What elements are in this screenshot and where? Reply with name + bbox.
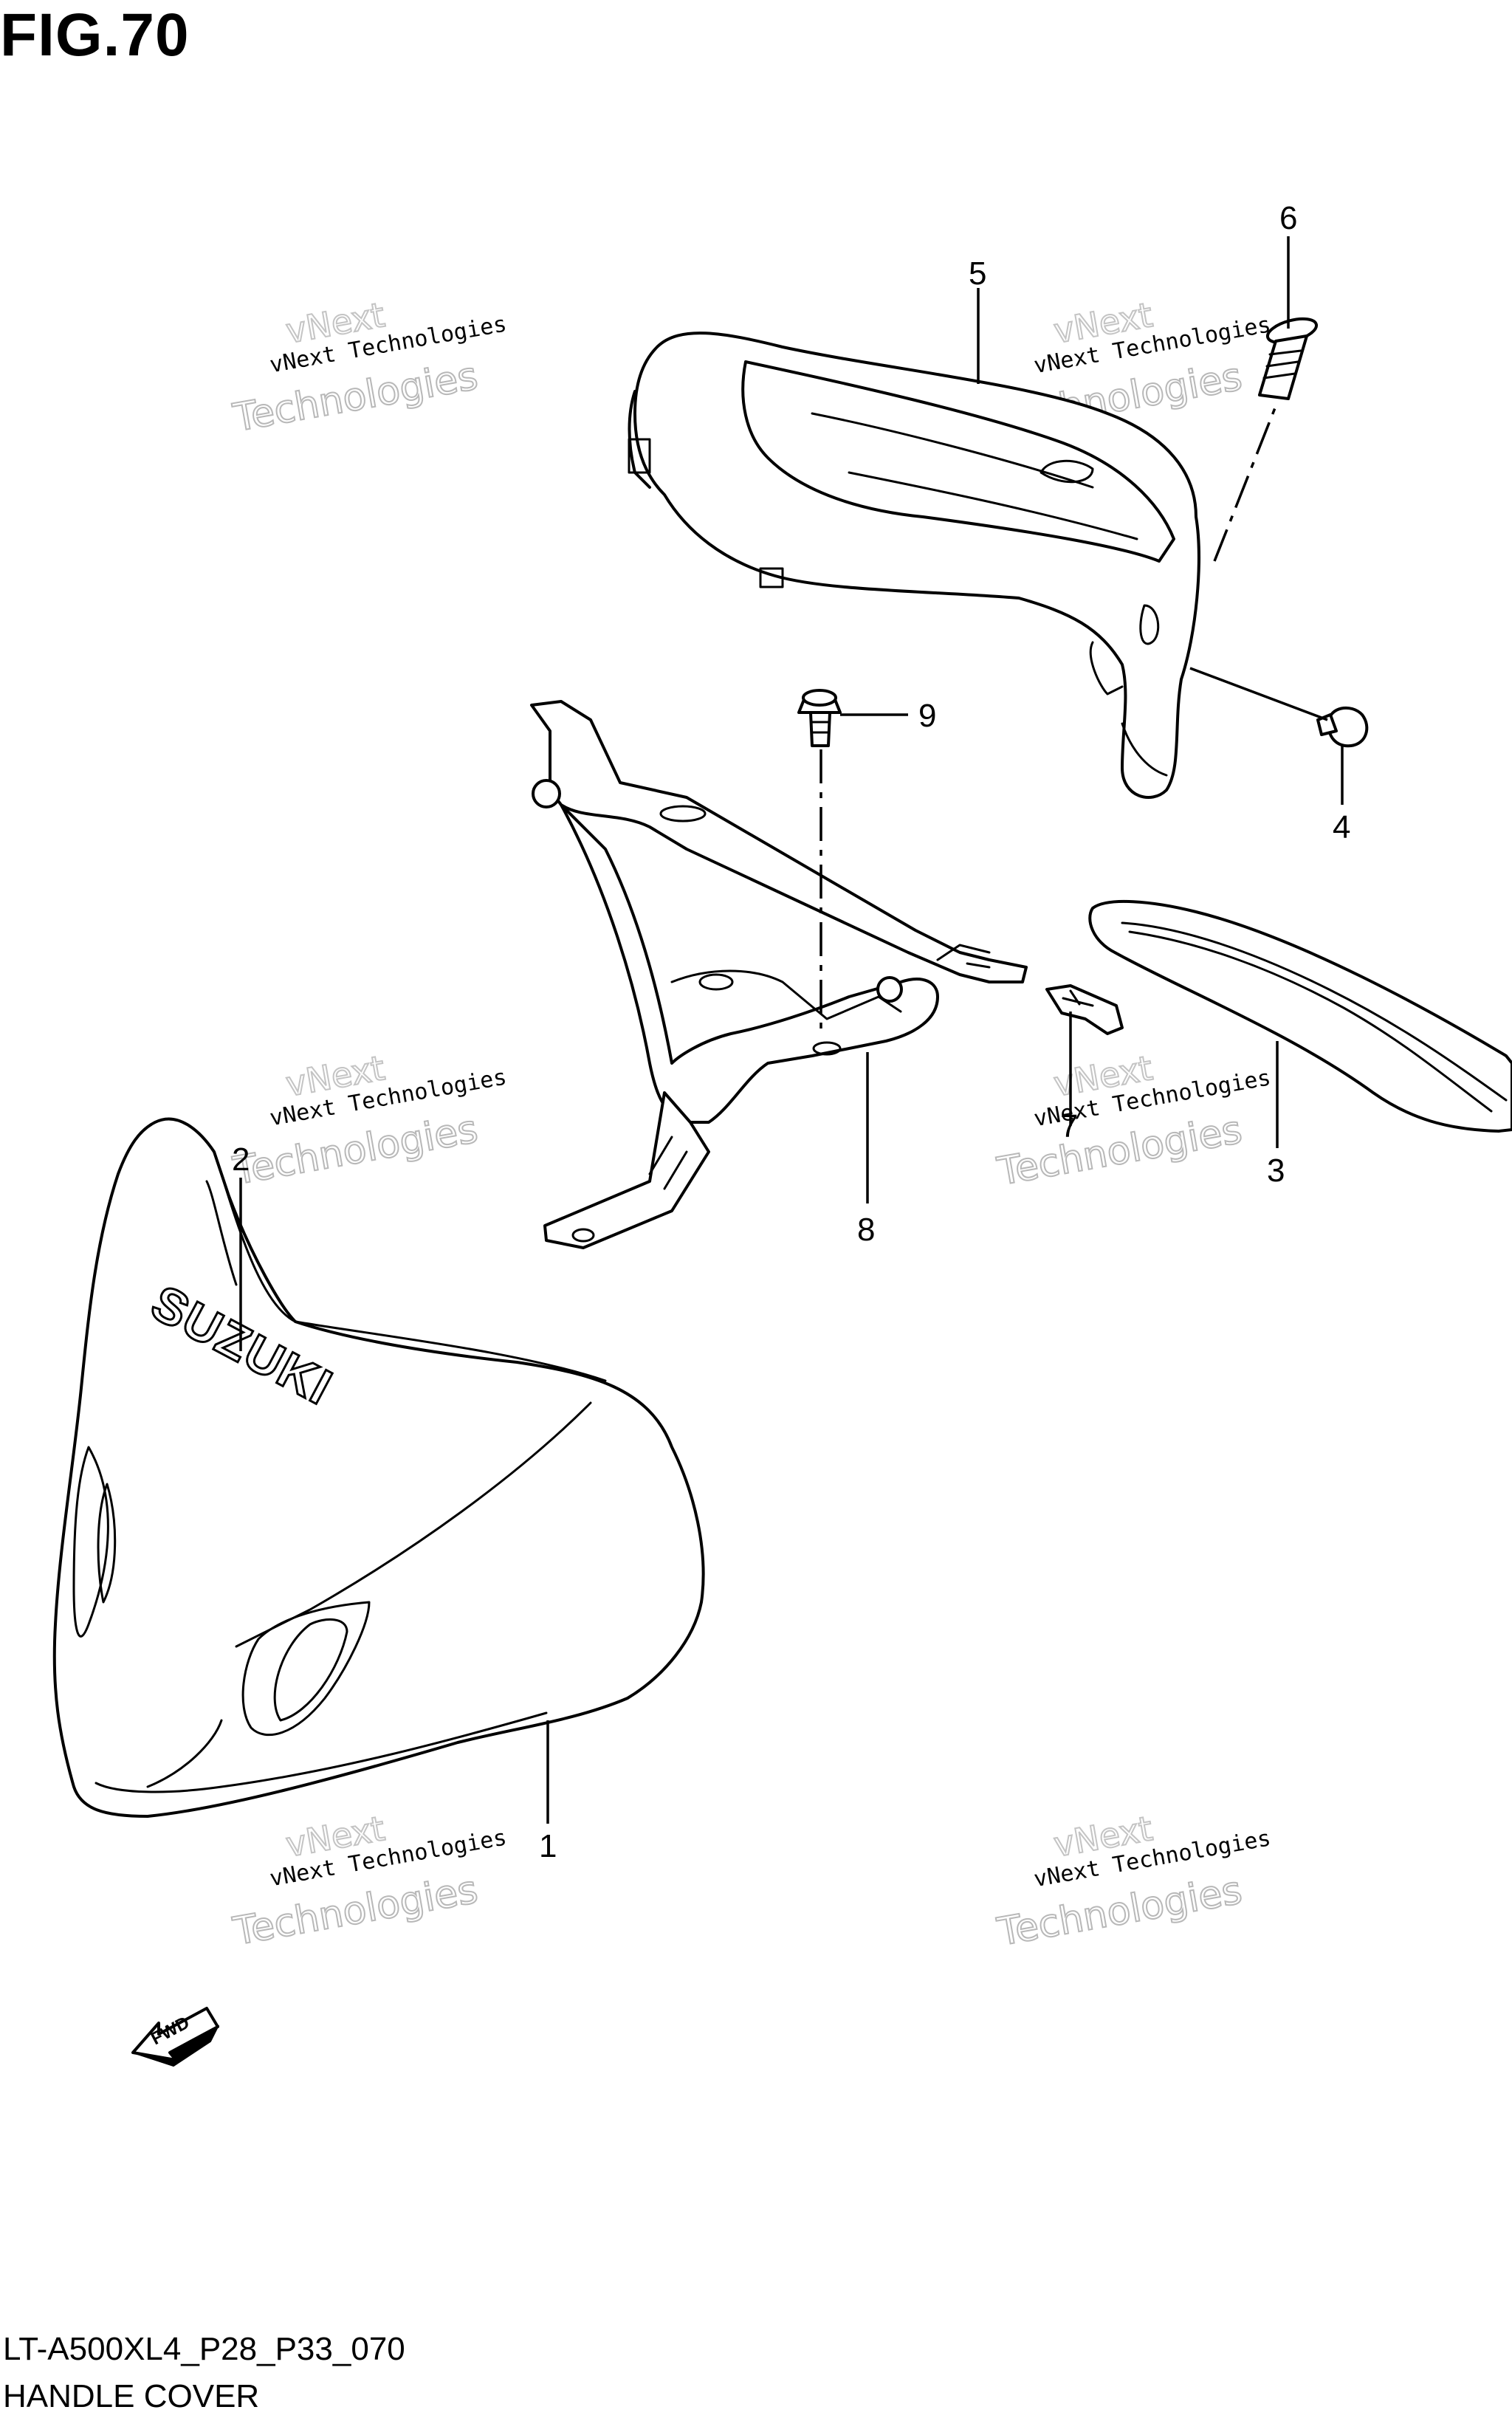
svg-text:Technologies: Technologies	[230, 354, 481, 441]
figure-code: LT-A500XL4_P28_P33_070	[3, 2331, 405, 2367]
leader-lines	[239, 236, 1344, 1824]
watermark-middle-left: vNext vNext Technologies Technologies	[229, 1047, 509, 1195]
callout-1: 1	[539, 1828, 557, 1864]
callout-8: 8	[857, 1212, 875, 1248]
svg-text:Technologies: Technologies	[230, 1868, 481, 1954]
callout-6: 6	[1279, 200, 1297, 236]
part-9-bolt	[797, 689, 842, 747]
callout-4: 4	[1333, 809, 1350, 845]
figure-name: HANDLE COVER	[3, 2378, 260, 2414]
svg-text:Technologies: Technologies	[230, 1108, 481, 1194]
fwd-arrow-icon: FWD	[131, 2007, 220, 2067]
callout-3: 3	[1267, 1153, 1285, 1189]
watermark-top-left: vNext vNext Technologies Technologies	[229, 294, 509, 442]
svg-text:Technologies: Technologies	[994, 1868, 1245, 1954]
part-4-clip	[1316, 707, 1369, 748]
svg-text:Technologies: Technologies	[994, 1108, 1245, 1194]
watermark-middle-right: vNext vNext Technologies Technologies	[993, 1047, 1273, 1195]
watermark-bottom-left: vNext vNext Technologies Technologies	[229, 1807, 509, 1955]
part-6-screw	[1258, 317, 1319, 400]
callout-5: 5	[969, 255, 986, 292]
watermark-bottom-right: vNext vNext Technologies Technologies	[993, 1807, 1273, 1956]
callout-9: 9	[918, 698, 936, 734]
part-8-bracket	[530, 700, 1028, 1249]
part-7-clip	[1045, 984, 1124, 1035]
callout-7: 7	[1060, 1108, 1078, 1144]
part-5-upper-cover	[628, 332, 1200, 799]
callout-2: 2	[232, 1141, 250, 1178]
part-3-trim	[1088, 899, 1512, 1133]
figure-title: FIG.70	[0, 1, 190, 69]
callout-numbers: 1 2 3 4 5 6 7 8 9	[232, 200, 1350, 1864]
